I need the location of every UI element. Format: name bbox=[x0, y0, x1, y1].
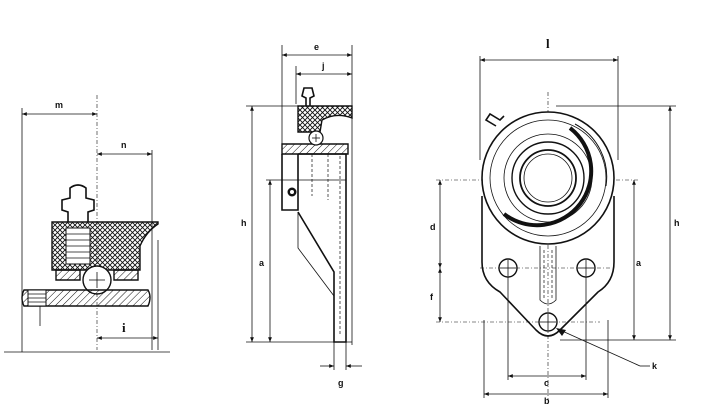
front-elevation-view: l d f h a c b k bbox=[430, 36, 680, 406]
dim-i-label: i bbox=[122, 320, 126, 335]
dim-h-right-label: h bbox=[674, 218, 680, 228]
dim-k-label: k bbox=[652, 361, 658, 371]
dim-c-label: c bbox=[544, 378, 549, 388]
dim-g-label: g bbox=[338, 378, 344, 388]
dim-j-label: j bbox=[321, 61, 325, 71]
dim-a-label: a bbox=[259, 258, 265, 268]
dim-d-label: d bbox=[430, 222, 436, 232]
dim-f-label: f bbox=[430, 292, 434, 302]
side-elevation-view: e j h a g bbox=[241, 42, 362, 388]
dim-n-label: n bbox=[121, 140, 127, 150]
dim-h-label: h bbox=[241, 218, 247, 228]
dim-a-right-label: a bbox=[636, 258, 642, 268]
dim-l-label: l bbox=[546, 36, 550, 51]
dim-b-label: b bbox=[544, 396, 550, 406]
section-view: m n i bbox=[4, 95, 170, 353]
dim-m-label: m bbox=[55, 100, 63, 110]
dim-e-label: e bbox=[314, 42, 319, 52]
